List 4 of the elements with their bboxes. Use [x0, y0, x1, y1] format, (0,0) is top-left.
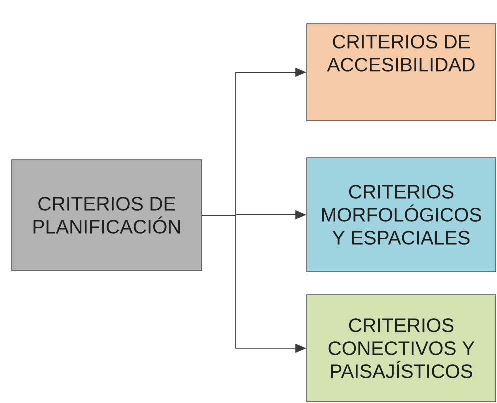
process-box: CRITERIOS DE ACCESIBILIDAD [306, 24, 496, 122]
process-box: CRITERIOS MORFOLÓGICOS Y ESPACIALES [306, 158, 496, 272]
process-box: CRITERIOS CONECTIVOS Y PAISAJÍSTICOS [306, 294, 496, 402]
text-box: CRITERIOS DE PLANIFICACIÓN [12, 160, 202, 272]
